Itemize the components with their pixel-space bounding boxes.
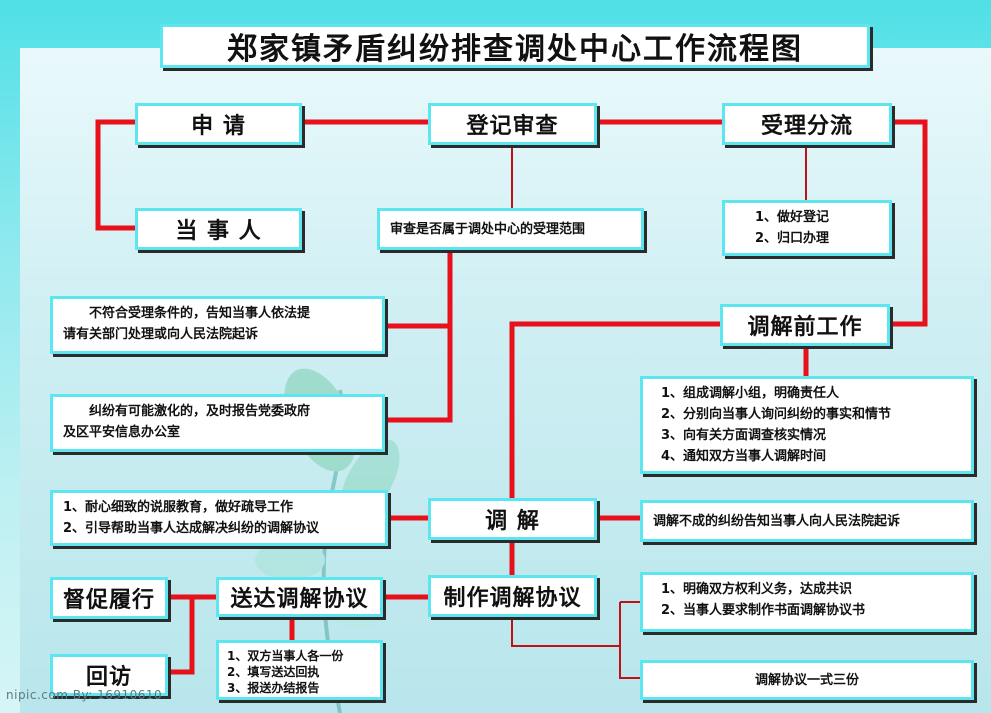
node-agreement-tasks: 1、明确双方权利义务，达成共识 2、当事人要求制作书面调解协议书 bbox=[640, 572, 974, 632]
node-mediation: 调 解 bbox=[428, 498, 597, 540]
watermark: nipic.com By: 16910610 bbox=[6, 688, 163, 702]
accept-task-2: 2、归口办理 bbox=[755, 231, 830, 246]
pre-task-2: 2、分别向当事人询问纠纷的事实和情节 bbox=[661, 407, 892, 422]
node-pre-mediation: 调解前工作 bbox=[720, 304, 890, 346]
node-deliver-tasks: 1、双方当事人各一份 2、填写送达回执 3、报送办结报告 bbox=[216, 640, 383, 700]
page-title: 郑家镇矛盾纠纷排查调处中心工作流程图 bbox=[160, 24, 870, 68]
deliver-task-1: 1、双方当事人各一份 bbox=[227, 649, 344, 663]
node-supervise: 督促履行 bbox=[50, 577, 168, 619]
pre-task-3: 3、向有关方面调查核实情况 bbox=[661, 428, 827, 443]
node-agreement-copies: 调解协议一式三份 bbox=[640, 660, 974, 700]
node-deliver-agreement: 送达调解协议 bbox=[216, 577, 383, 617]
node-party: 当 事 人 bbox=[135, 208, 302, 250]
node-review-scope: 审查是否属于调处中心的受理范围 bbox=[377, 208, 644, 250]
node-make-agreement: 制作调解协议 bbox=[428, 575, 597, 617]
escalate-line-1: 纠纷有可能激化的，及时报告党委政府 bbox=[89, 404, 311, 419]
node-apply: 申 请 bbox=[135, 103, 302, 145]
node-accept-tasks: 1、做好登记 2、归口办理 bbox=[722, 200, 892, 256]
node-revisit: 回访 bbox=[50, 654, 168, 696]
mediation-method-1: 1、耐心细致的说服教育，做好疏导工作 bbox=[63, 500, 294, 515]
deliver-task-2: 2、填写送达回执 bbox=[227, 665, 320, 679]
not-eligible-line-1: 不符合受理条件的，告知当事人依法提 bbox=[89, 306, 311, 321]
node-mediation-methods: 1、耐心细致的说服教育，做好疏导工作 2、引导帮助当事人达成解决纠纷的调解协议 bbox=[50, 490, 388, 546]
agreement-task-2: 2、当事人要求制作书面调解协议书 bbox=[661, 603, 866, 618]
node-not-eligible: 不符合受理条件的，告知当事人依法提 请有关部门处理或向人民法院起诉 bbox=[50, 296, 385, 354]
mediation-method-2: 2、引导帮助当事人达成解决纠纷的调解协议 bbox=[63, 521, 320, 536]
accept-task-1: 1、做好登记 bbox=[755, 210, 830, 225]
node-register-review: 登记审查 bbox=[428, 103, 597, 145]
node-accept-divert: 受理分流 bbox=[722, 103, 892, 145]
agreement-task-1: 1、明确双方权利义务，达成共识 bbox=[661, 582, 853, 597]
node-escalate: 纠纷有可能激化的，及时报告党委政府 及区平安信息办公室 bbox=[50, 394, 385, 452]
deliver-task-3: 3、报送办结报告 bbox=[227, 681, 320, 695]
pre-task-1: 1、组成调解小组，明确责任人 bbox=[661, 386, 840, 401]
node-pre-mediation-tasks: 1、组成调解小组，明确责任人 2、分别向当事人询问纠纷的事实和情节 3、向有关方… bbox=[640, 376, 974, 474]
pre-task-4: 4、通知双方当事人调解时间 bbox=[661, 449, 827, 464]
node-mediation-fail: 调解不成的纠纷告知当事人向人民法院起诉 bbox=[640, 500, 974, 542]
not-eligible-line-2: 请有关部门处理或向人民法院起诉 bbox=[63, 327, 259, 342]
escalate-line-2: 及区平安信息办公室 bbox=[63, 425, 181, 440]
